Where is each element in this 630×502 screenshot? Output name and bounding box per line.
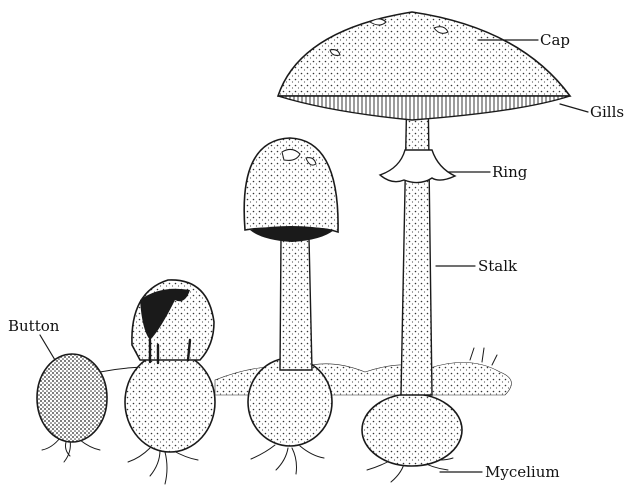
label-button: Button <box>8 317 60 335</box>
stage-young <box>244 138 338 446</box>
label-stalk: Stalk <box>478 257 518 275</box>
stage-button <box>37 354 107 442</box>
label-cap: Cap <box>540 31 570 49</box>
stage-emerging <box>125 280 215 452</box>
label-mycelium: Mycelium <box>485 463 560 481</box>
label-gills: Gills <box>590 103 624 121</box>
label-ring: Ring <box>492 163 528 181</box>
